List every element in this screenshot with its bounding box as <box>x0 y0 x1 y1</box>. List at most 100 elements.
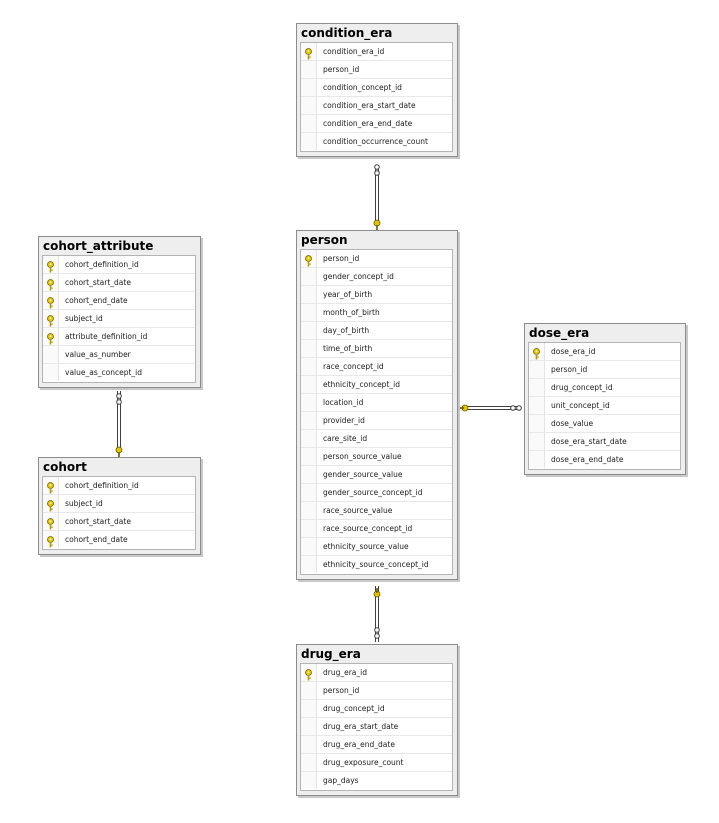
column-row[interactable]: race_source_concept_id <box>301 520 452 538</box>
column-row[interactable]: subject_id <box>43 495 195 513</box>
row-selector <box>43 531 59 548</box>
row-selector <box>529 343 545 360</box>
primary-key-icon <box>46 259 55 273</box>
column-row[interactable]: location_id <box>301 394 452 412</box>
column-row[interactable]: drug_era_start_date <box>301 718 452 736</box>
column-row[interactable]: year_of_birth <box>301 286 452 304</box>
row-selector <box>301 466 317 483</box>
row-selector <box>301 682 317 699</box>
column-row[interactable]: condition_era_id <box>301 43 452 61</box>
row-selector <box>301 268 317 285</box>
column-row[interactable]: condition_era_start_date <box>301 97 452 115</box>
column-row[interactable]: day_of_birth <box>301 322 452 340</box>
column-row[interactable]: condition_era_end_date <box>301 115 452 133</box>
column-row[interactable]: condition_concept_id <box>301 79 452 97</box>
table-drug-era[interactable]: drug_era drug_era_id person_id drug_concep… <box>296 644 458 796</box>
column-name: ethnicity_source_concept_id <box>323 560 429 569</box>
column-row[interactable]: cohort_start_date <box>43 513 195 531</box>
column-row[interactable]: dose_value <box>529 415 680 433</box>
relationship-condition-era-person[interactable] <box>373 164 381 230</box>
column-name: location_id <box>323 398 364 407</box>
column-row[interactable]: ethnicity_source_value <box>301 538 452 556</box>
column-row[interactable]: cohort_definition_id <box>43 256 195 274</box>
row-selector <box>301 394 317 411</box>
column-row[interactable]: race_source_value <box>301 502 452 520</box>
primary-key-icon <box>304 46 313 60</box>
column-row[interactable]: drug_exposure_count <box>301 754 452 772</box>
row-selector <box>43 274 59 291</box>
row-selector <box>529 361 545 378</box>
row-selector <box>301 448 317 465</box>
many-end-icon <box>516 405 522 411</box>
row-selector <box>43 495 59 512</box>
column-row[interactable]: drug_era_id <box>301 664 452 682</box>
row-selector <box>301 556 317 573</box>
column-row[interactable]: gender_concept_id <box>301 268 452 286</box>
column-row[interactable]: time_of_birth <box>301 340 452 358</box>
many-end-icon <box>374 633 380 639</box>
column-row[interactable]: dose_era_end_date <box>529 451 680 469</box>
column-row[interactable]: value_as_concept_id <box>43 364 195 382</box>
column-row[interactable]: dose_era_id <box>529 343 680 361</box>
key-end-icon <box>373 588 381 598</box>
column-row[interactable]: drug_concept_id <box>301 700 452 718</box>
column-row[interactable]: person_id <box>301 250 452 268</box>
row-selector <box>301 700 317 717</box>
row-selector <box>301 286 317 303</box>
column-row[interactable]: care_site_id <box>301 430 452 448</box>
row-selector <box>301 43 317 60</box>
column-row[interactable]: ethnicity_concept_id <box>301 376 452 394</box>
column-row[interactable]: person_id <box>301 682 452 700</box>
column-name: cohort_definition_id <box>65 481 139 490</box>
column-row[interactable]: drug_era_end_date <box>301 736 452 754</box>
relationship-dose-era-person[interactable] <box>459 404 522 412</box>
row-selector <box>43 256 59 273</box>
column-name: subject_id <box>65 499 103 508</box>
row-selector <box>301 340 317 357</box>
row-selector <box>301 358 317 375</box>
column-row[interactable]: month_of_birth <box>301 304 452 322</box>
column-row[interactable]: cohort_end_date <box>43 531 195 549</box>
column-name: drug_concept_id <box>323 704 385 713</box>
row-selector <box>301 754 317 771</box>
column-name: gender_source_value <box>323 470 403 479</box>
relationship-drug-era-person[interactable] <box>373 586 381 642</box>
table-title: drug_era <box>301 647 361 661</box>
column-row[interactable]: person_source_value <box>301 448 452 466</box>
column-row[interactable]: value_as_number <box>43 346 195 364</box>
column-row[interactable]: person_id <box>301 61 452 79</box>
column-row[interactable]: attribute_definition_id <box>43 328 195 346</box>
column-name: drug_era_id <box>323 668 367 677</box>
column-row[interactable]: cohort_definition_id <box>43 477 195 495</box>
column-row[interactable]: gender_source_concept_id <box>301 484 452 502</box>
column-row[interactable]: condition_occurrence_count <box>301 133 452 151</box>
relationship-cohort-attribute-cohort[interactable] <box>115 391 123 457</box>
column-name: race_source_value <box>323 506 393 515</box>
column-row[interactable]: provider_id <box>301 412 452 430</box>
column-row[interactable]: dose_era_start_date <box>529 433 680 451</box>
column-row[interactable]: drug_concept_id <box>529 379 680 397</box>
column-name: race_concept_id <box>323 362 384 371</box>
column-row[interactable]: unit_concept_id <box>529 397 680 415</box>
column-row[interactable]: cohort_end_date <box>43 292 195 310</box>
column-row[interactable]: gender_source_value <box>301 466 452 484</box>
column-row[interactable]: race_concept_id <box>301 358 452 376</box>
column-row[interactable]: ethnicity_source_concept_id <box>301 556 452 574</box>
column-name: cohort_end_date <box>65 296 128 305</box>
primary-key-icon <box>304 667 313 681</box>
primary-key-icon <box>46 516 55 530</box>
row-selector <box>301 502 317 519</box>
row-selector <box>301 115 317 132</box>
column-row[interactable]: person_id <box>529 361 680 379</box>
column-row[interactable]: gap_days <box>301 772 452 790</box>
primary-key-icon <box>532 346 541 360</box>
column-row[interactable]: subject_id <box>43 310 195 328</box>
column-name: dose_value <box>551 419 594 428</box>
column-row[interactable]: cohort_start_date <box>43 274 195 292</box>
row-selector <box>301 538 317 555</box>
